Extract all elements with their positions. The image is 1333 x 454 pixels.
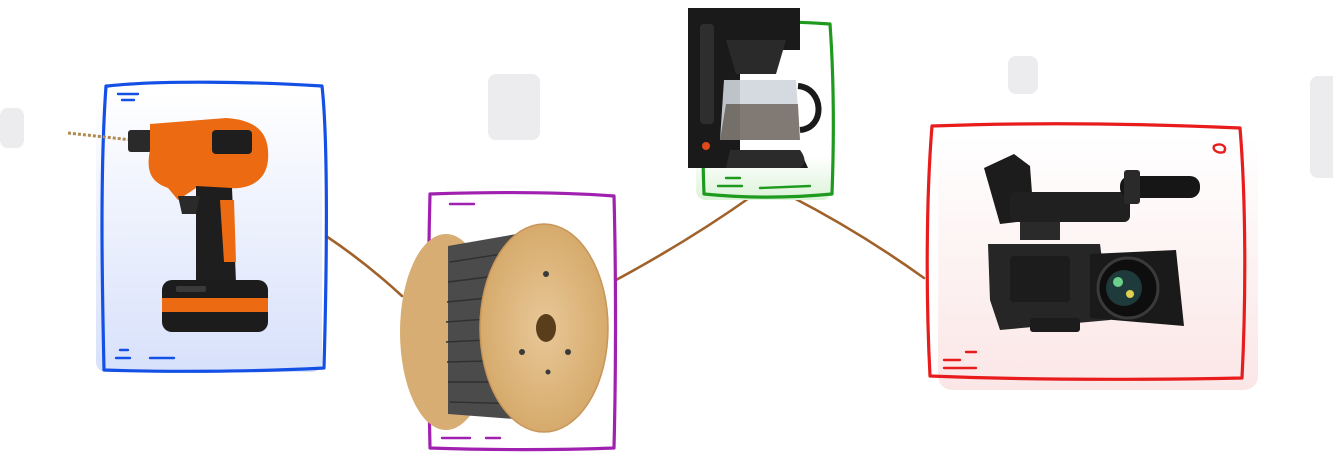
- node-coffee-maker[interactable]: [688, 8, 835, 200]
- edge-drill-to-spool: [324, 234, 404, 298]
- node-video-camera[interactable]: [925, 122, 1258, 390]
- placeholder-tile-center: [488, 74, 540, 140]
- camera-frame-mark-bottom: [942, 350, 978, 370]
- drill-frame-mark-top: [116, 92, 140, 102]
- placeholder-tile-left: [0, 108, 24, 148]
- placeholder-tile-right: [1310, 76, 1333, 178]
- connector-lines: [324, 194, 926, 298]
- cordless-drill-icon: [67, 118, 269, 332]
- node-cable-spool[interactable]: [400, 191, 618, 452]
- video-camera-icon: [984, 154, 1200, 332]
- placeholder-tile-top-right: [1008, 56, 1038, 94]
- camera-frame: [925, 122, 1247, 381]
- drill-frame-mark-bottom: [114, 348, 176, 360]
- edge-coffee-to-camera: [788, 194, 926, 280]
- coffee-frame-mark-bottom: [716, 176, 812, 190]
- cable-spool-icon: [400, 223, 609, 433]
- camera-frame-mark-corner: [1212, 143, 1227, 154]
- coffee-maker-icon: [688, 8, 822, 168]
- edge-spool-to-coffee: [614, 194, 754, 282]
- node-drill[interactable]: [67, 80, 328, 373]
- drill-frame: [100, 80, 328, 373]
